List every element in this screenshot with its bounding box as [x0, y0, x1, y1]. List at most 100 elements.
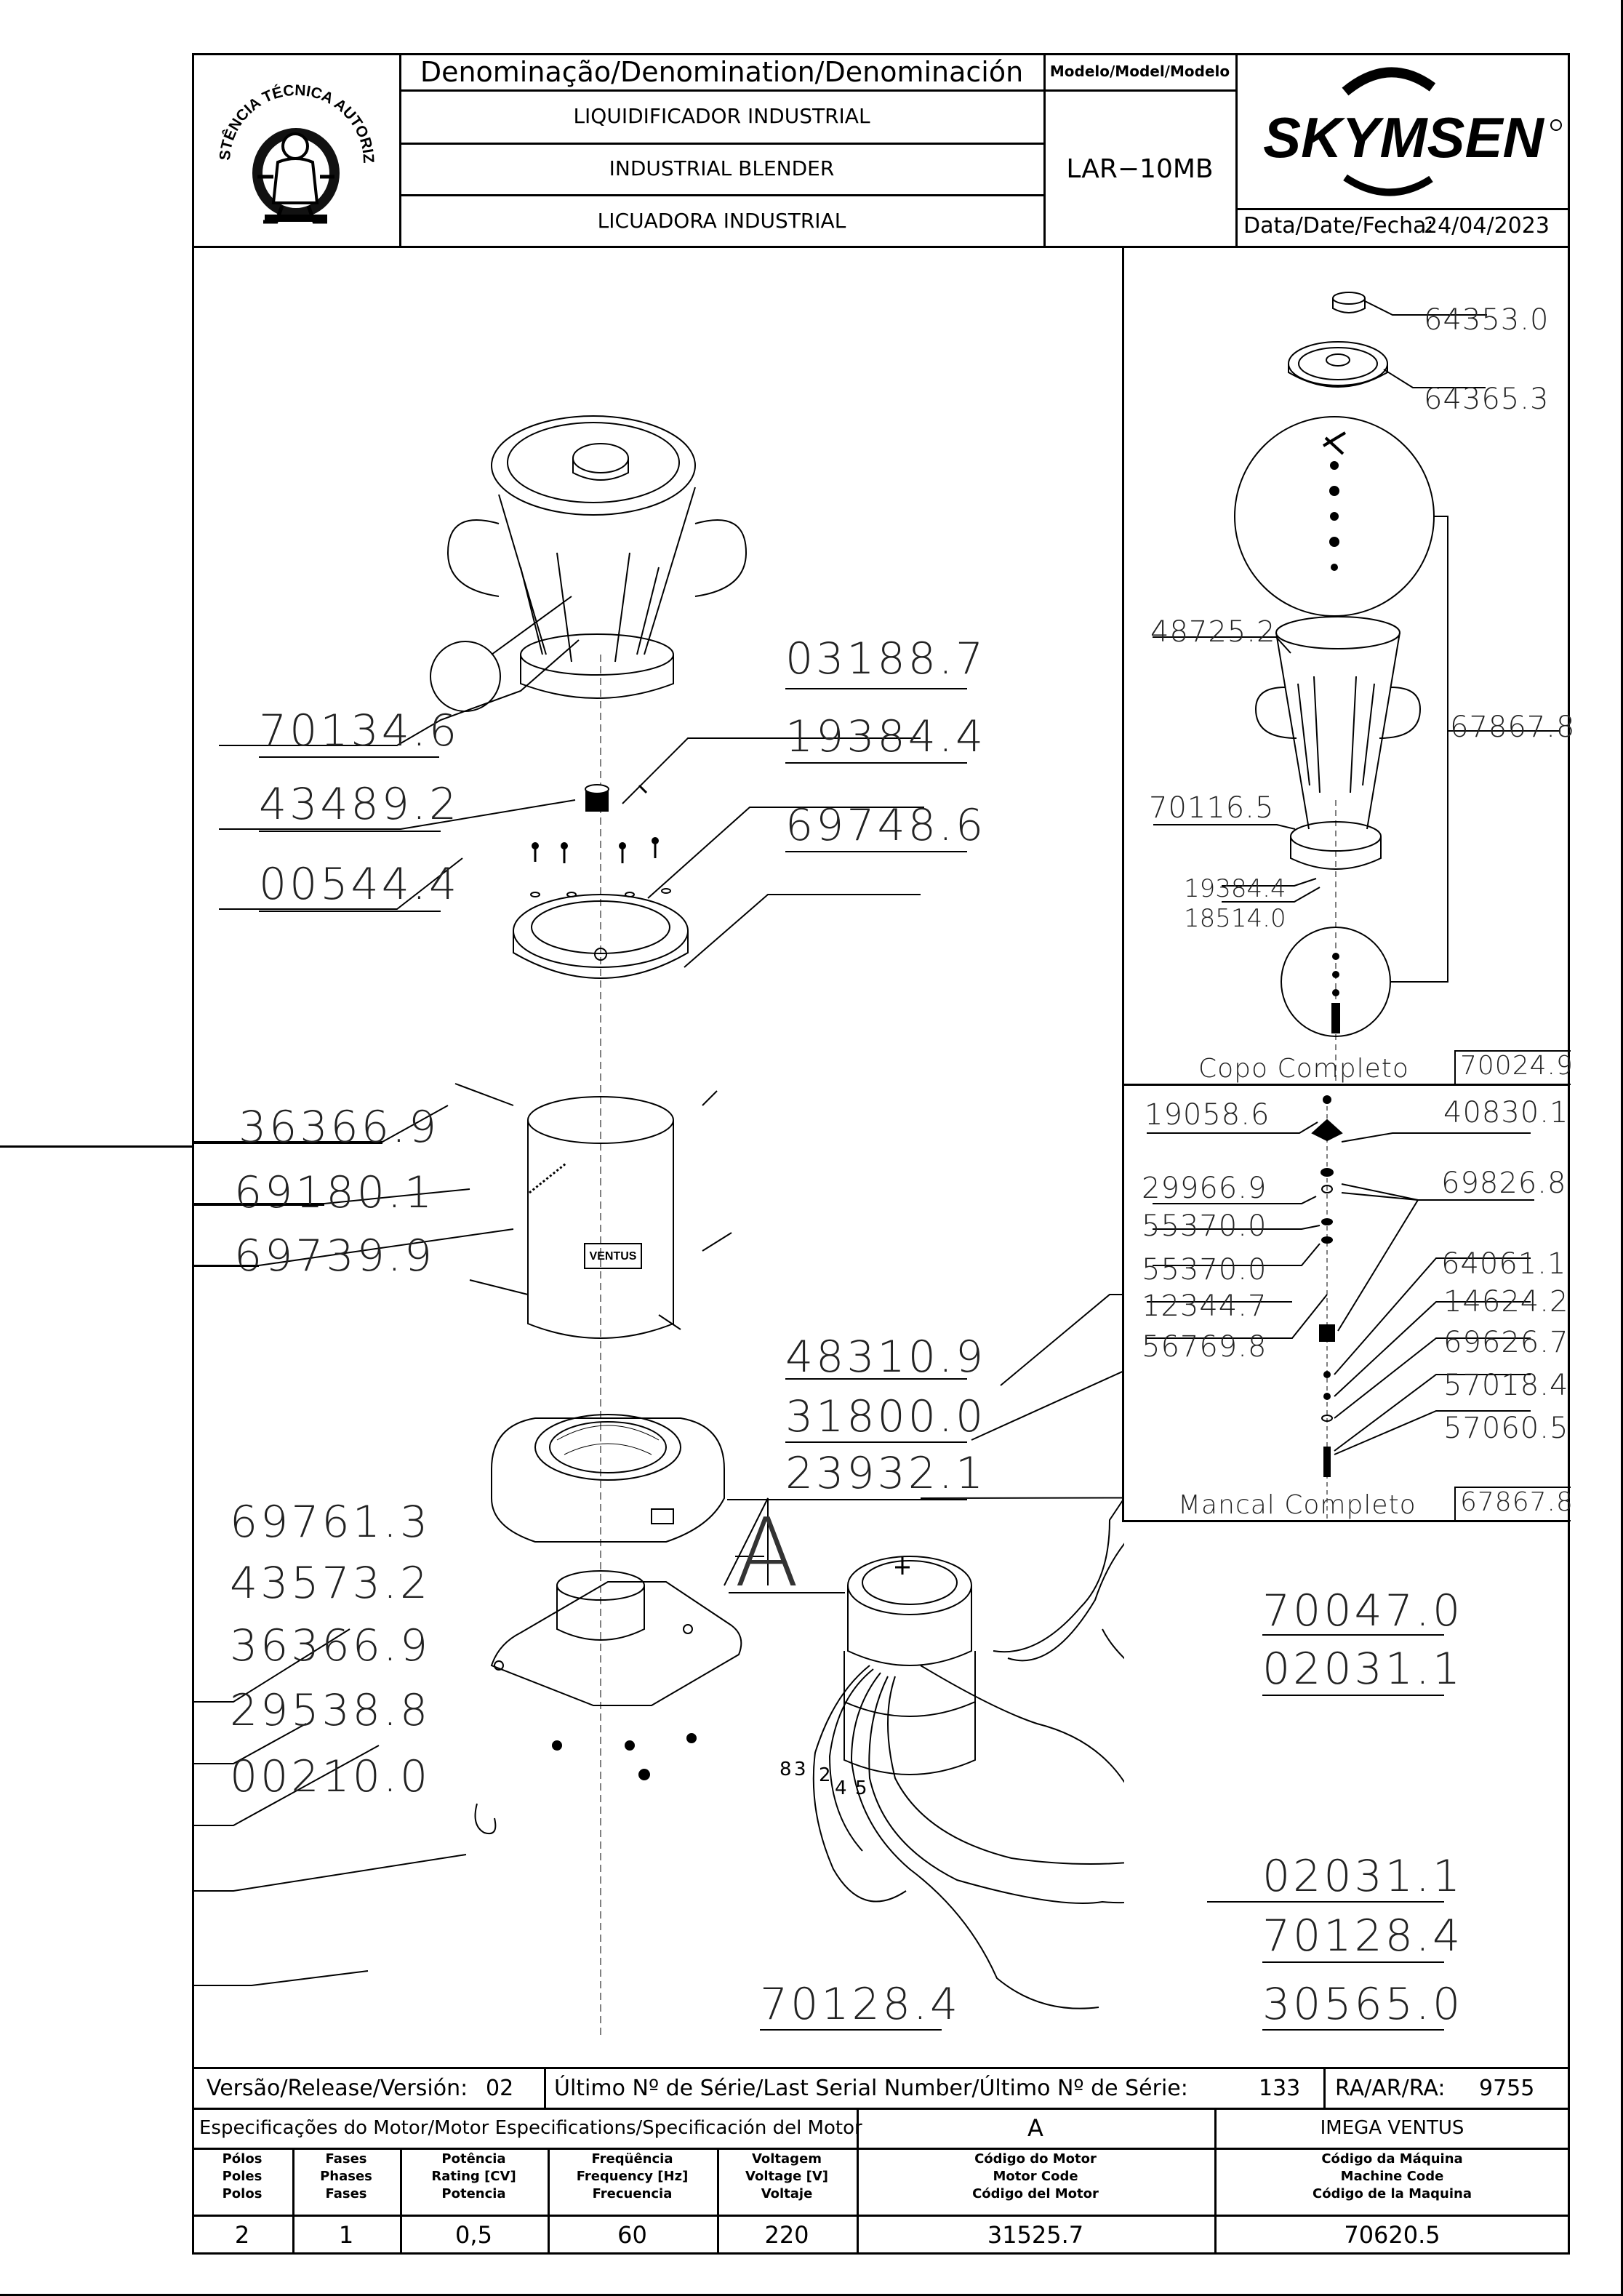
col-div-1 [292, 2148, 294, 2255]
ra-label: RA/AR/RA: [1335, 2076, 1446, 2101]
version-label: Versão/Release/Versión: [207, 2076, 468, 2101]
rule-19384-4 [785, 762, 967, 764]
part-03188-7: 03188.7 [785, 633, 987, 684]
header-div-1 [399, 53, 401, 247]
part-29538-8: 29538.8 [230, 1685, 431, 1736]
cup-part-48725-2: 48725.2 [1150, 615, 1276, 649]
ra-value: 9755 [1479, 2076, 1535, 2101]
col-rating-h1: Potência [441, 2151, 506, 2167]
bearing-part-19058-6: 19058.6 [1145, 1098, 1270, 1132]
bearing-part-14624-2: 14624.2 [1443, 1285, 1569, 1319]
footer-rule-4 [192, 2215, 1570, 2217]
panel-bottom-rule [1122, 1520, 1570, 1522]
header-row-1 [399, 89, 1044, 92]
part-02031-1-b: 02031.1 [1262, 1851, 1464, 1902]
nameplate-text: VENTUS [590, 1250, 637, 1263]
part-19384-4: 19384.4 [785, 711, 987, 762]
bearing-part-55370-0b: 55370.0 [1142, 1253, 1267, 1287]
col-motor-code-h3: Código del Motor [972, 2186, 1099, 2201]
col-div-4 [717, 2148, 719, 2255]
cup-panel-code: 70024.9 [1460, 1051, 1574, 1081]
bearing-assembly-drawing [1147, 1095, 1534, 1520]
col-rating-h2: Rating [CV] [431, 2169, 516, 2184]
col-div-2 [400, 2148, 402, 2255]
col-voltage-h3: Voltaje [761, 2186, 813, 2201]
denomination-title: Denominação/Denomination/Denominación [420, 56, 1024, 88]
date-label: Data/Date/Fecha: [1243, 213, 1434, 239]
col-motor-code-h1: Código do Motor [974, 2151, 1097, 2167]
col-rating-h3: Potencia [441, 2186, 506, 2201]
header-div-2 [1043, 53, 1046, 247]
wire-number-8: 8 [780, 1759, 792, 1780]
wire-number-3: 3 [794, 1759, 806, 1780]
bearing-part-64061-1: 64061.1 [1441, 1247, 1567, 1281]
rule-69748-6 [785, 851, 967, 852]
serial-label: Último Nº de Série/Last Serial Number/Úl… [554, 2076, 1188, 2101]
date-rule [1235, 208, 1570, 210]
rule-43489-2 [259, 831, 441, 832]
part-70047-0: 70047.0 [1262, 1585, 1464, 1636]
model-title: Modelo/Model/Modelo [1049, 63, 1230, 80]
authorized-service-seal: ASSISTÊNCIA TÉCNICA AUTORIZADA [192, 53, 377, 224]
part-69739-9: 69739.9 [234, 1231, 436, 1281]
col-frequency-h1: Freqüência [591, 2151, 673, 2167]
part-43573-2: 43573.2 [230, 1558, 431, 1609]
col-motor-code-h2: Motor Code [993, 2169, 1078, 2184]
footer-rule-2 [192, 2108, 1570, 2110]
bearing-part-12344-7: 12344.7 [1142, 1289, 1267, 1323]
rule-36366-9-a [193, 1143, 382, 1144]
cup-part-64365-3: 64365.3 [1424, 383, 1550, 416]
rule-00544-4 [259, 911, 441, 912]
part-23932-1: 23932.1 [785, 1448, 987, 1499]
footer-div-spec [857, 2108, 859, 2255]
rule-70134-6 [259, 756, 439, 758]
date-value: 24/04/2023 [1424, 213, 1550, 239]
cup-part-67867-8: 67867.8 [1450, 711, 1576, 744]
wire-number-5: 5 [855, 1777, 867, 1799]
part-36366-9-a: 36366.9 [239, 1102, 440, 1153]
cup-part-18514-0: 18514.0 [1184, 904, 1286, 933]
name-en: INDUSTRIAL BLENDER [609, 156, 835, 180]
bearing-part-40830-1: 40830.1 [1443, 1096, 1569, 1129]
rule-70128-4-b [760, 2029, 942, 2031]
part-00544-4: 00544.4 [259, 859, 460, 910]
col-phases-value: 1 [338, 2221, 354, 2249]
bearing-part-57060-5: 57060.5 [1443, 1412, 1569, 1445]
col-phases-h2: Phases [320, 2169, 372, 2184]
col-phases-h1: Fases [325, 2151, 367, 2167]
cup-part-70116-5: 70116.5 [1149, 791, 1275, 825]
name-es: LICUADORA INDUSTRIAL [597, 209, 846, 233]
bearing-part-29966-9: 29966.9 [1142, 1172, 1267, 1205]
bearing-panel-code: 67867.8 [1460, 1487, 1574, 1517]
model-value: LAR−10MB [1066, 154, 1214, 184]
rule-30565-0 [1262, 2029, 1444, 2031]
part-70128-4-b: 70128.4 [760, 1979, 961, 2030]
cup-code-box [1454, 1050, 1571, 1085]
rule-70128-4-a [1262, 1961, 1444, 1963]
footer-div-version [544, 2067, 546, 2108]
col-poles-h3: Polos [222, 2186, 263, 2201]
margin-mark [0, 1145, 193, 1148]
part-70128-4-a: 70128.4 [1262, 1911, 1464, 1961]
part-31800-0: 31800.0 [785, 1391, 987, 1442]
drawing-frame [192, 53, 1570, 2255]
rule-02031-1-b [1207, 1901, 1444, 1903]
wire-number-4: 4 [835, 1777, 847, 1799]
motor-name: IMEGA VENTUS [1320, 2117, 1464, 2139]
col-rating-value: 0,5 [455, 2221, 492, 2249]
serial-value: 133 [1259, 2076, 1301, 2101]
footer-div-motor [1214, 2108, 1217, 2255]
bearing-panel-title: Mancal Completo [1178, 1490, 1416, 1520]
rule-70047-0 [1262, 1634, 1444, 1636]
col-machine-code-h2: Machine Code [1340, 2169, 1444, 2184]
part-69748-6: 69748.6 [785, 800, 987, 851]
col-frequency-h3: Frecuencia [592, 2186, 673, 2201]
col-voltage-h1: Voltagem [751, 2151, 822, 2167]
rule-03188-7 [785, 688, 967, 689]
header-row-3 [399, 194, 1044, 196]
panel-mid-rule [1122, 1084, 1570, 1086]
part-36366-9-b: 36366.9 [230, 1620, 431, 1671]
col-machine-code-h3: Código de la Maquina [1313, 2186, 1472, 2201]
part-69180-1: 69180.1 [234, 1167, 436, 1218]
